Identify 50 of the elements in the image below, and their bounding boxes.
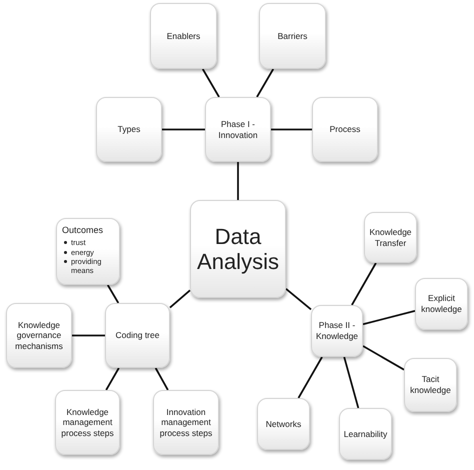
box-label: Barriers	[278, 30, 308, 42]
box-label: Types	[118, 124, 140, 135]
connector-line	[169, 290, 191, 308]
topic-box	[364, 212, 417, 263]
box-label: Data Analysis	[196, 224, 280, 274]
connector-line	[72, 334, 105, 336]
topic-box	[96, 97, 162, 162]
topic-box	[190, 200, 286, 298]
connector-line	[271, 128, 312, 130]
connector-line	[362, 310, 416, 326]
connector-line	[298, 356, 323, 398]
connector-line	[285, 288, 312, 310]
box-label: Phase I - Innovation	[217, 118, 259, 140]
topic-box	[55, 390, 120, 455]
box-label: Process	[330, 124, 360, 135]
topic-box	[153, 390, 219, 455]
topic-box	[6, 303, 72, 368]
topic-box	[105, 303, 170, 368]
box-label: Knowledge governance mechanisms	[14, 320, 64, 352]
connector-line	[343, 356, 360, 408]
connector-line	[351, 262, 377, 306]
connector-line	[362, 345, 404, 370]
topic-box	[205, 97, 271, 162]
box-heading: Outcomes	[62, 225, 104, 236]
topic-box	[56, 218, 120, 285]
topic-box	[259, 3, 326, 69]
connector-line	[237, 162, 239, 200]
box-label: Innovation management process steps	[158, 406, 214, 438]
topic-box	[404, 358, 457, 412]
connector-line	[106, 284, 120, 304]
box-label: Knowledge Transfer	[368, 226, 413, 248]
box-label: Learnability	[344, 428, 388, 440]
connector-line	[202, 68, 220, 98]
topic-box	[257, 398, 310, 450]
box-label: Tacit knowledge	[409, 374, 452, 396]
box-label: Enablers	[166, 30, 200, 42]
topic-box	[312, 97, 378, 162]
box-label: Explicit knowledge	[420, 293, 463, 315]
connector-line	[105, 368, 120, 390]
topic-box	[415, 278, 468, 330]
connector-line	[256, 68, 274, 98]
topic-box	[150, 3, 217, 69]
topic-box	[311, 305, 363, 357]
box-label: Knowledge management process steps	[60, 406, 115, 438]
box-label: Phase II - Knowledge	[315, 320, 359, 342]
connector-line	[154, 368, 169, 390]
topic-box	[339, 408, 392, 460]
connector-line	[162, 128, 205, 130]
box-label: Networks	[266, 418, 302, 430]
box-label: Coding tree	[116, 330, 160, 341]
